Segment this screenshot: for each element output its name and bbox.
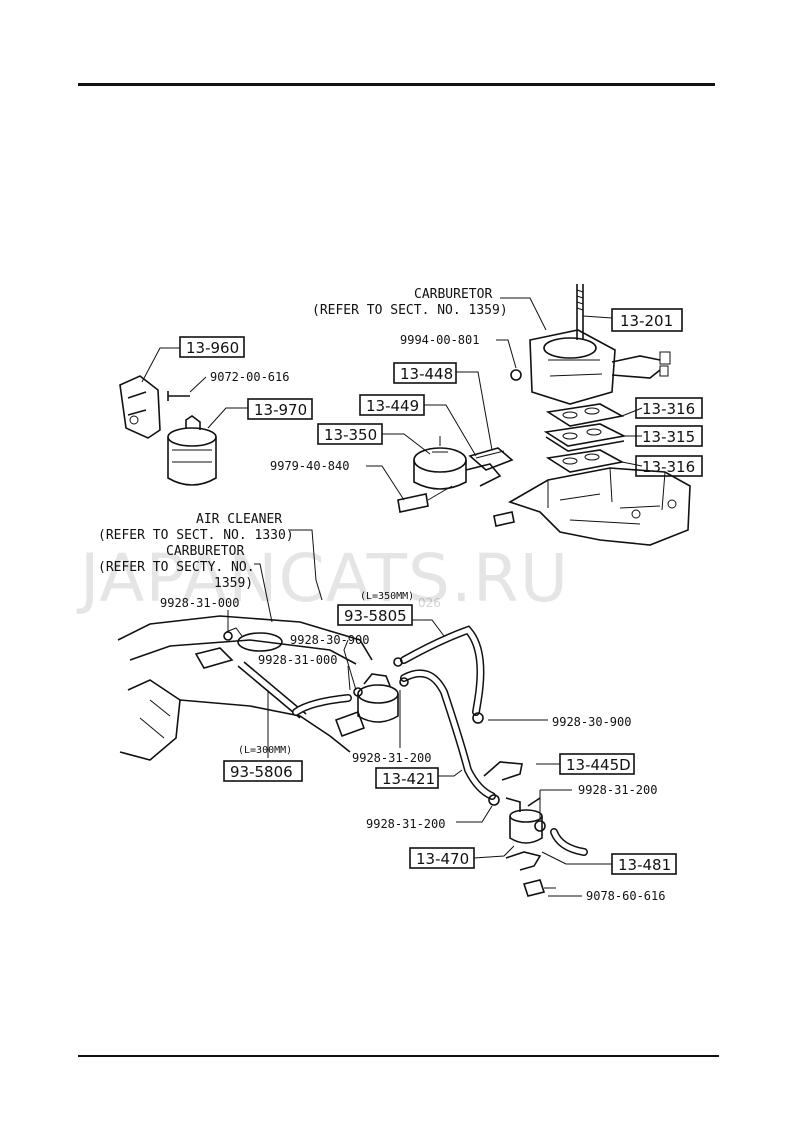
svg-text:13-448: 13-448 — [400, 365, 453, 383]
box-13-470: 13-470 — [409, 847, 475, 869]
part-number-9072-00-616: 9072-00-616 — [210, 370, 289, 384]
part-number-9928-31-200-b: 9928-31-200 — [578, 783, 657, 797]
leader-13-970 — [207, 407, 248, 429]
fuel-pump-lower-illustration — [334, 673, 399, 738]
carburetor-callout: CARBURETOR (REFER TO SECT. NO. 1359) — [312, 287, 508, 318]
air-cleaner-callout-ref: (REFER TO SECT. NO. 1330) — [98, 528, 294, 543]
insulator-gaskets-illustration — [543, 403, 643, 473]
canister-illustration — [167, 415, 217, 486]
box-13-315: 13-315 — [635, 425, 703, 447]
fuel-hose-93-5805 — [400, 625, 485, 716]
box-13-421: 13-421 — [375, 767, 439, 789]
air-cleaner-callout: AIR CLEANER (REFER TO SECT. NO. 1330) — [98, 512, 294, 543]
carburetor-callout-title: CARBURETOR — [414, 287, 492, 302]
leader-13-960 — [141, 347, 180, 383]
carburetor-callout-2-ref: (REFER TO SECTY. NO. — [98, 560, 255, 575]
box-13-970: 13-970 — [247, 398, 313, 420]
svg-text:13-350: 13-350 — [324, 426, 377, 444]
leader-9979-40-840 — [366, 465, 405, 501]
svg-text:13-970: 13-970 — [254, 401, 307, 419]
carburetor-stud-illustration — [576, 284, 613, 340]
box-93-5806: 93-5806 — [223, 760, 303, 782]
part-number-9928-30-900-b: 9928-30-900 — [552, 715, 631, 729]
leader-9072-00-616 — [189, 376, 207, 393]
carburetor-callout-2-ref-cont: 1359) — [214, 576, 253, 591]
part-number-9078-60-616: 9078-60-616 — [586, 889, 665, 903]
svg-text:13-316: 13-316 — [642, 458, 695, 476]
box-13-960: 13-960 — [179, 336, 245, 358]
box-13-445d: 13-445D — [559, 753, 635, 775]
lower-leaders — [227, 529, 612, 897]
leader-9994-00-801 — [496, 339, 517, 369]
box-13-201: 13-201 — [611, 308, 683, 332]
svg-text:13-960: 13-960 — [186, 339, 239, 357]
box-13-449: 13-449 — [359, 394, 425, 416]
svg-text:13-470: 13-470 — [416, 850, 469, 868]
part-number-9994-00-801: 9994-00-801 — [400, 333, 479, 347]
svg-text:13-315: 13-315 — [642, 428, 695, 446]
part-number-9928-30-900-a: 9928-30-900 — [290, 633, 369, 647]
leader-13-449 — [424, 404, 477, 457]
carburetor-callout-2-title: CARBURETOR — [166, 544, 244, 559]
leader-carburetor — [500, 297, 547, 331]
box-13-448: 13-448 — [393, 362, 457, 384]
svg-text:13-481: 13-481 — [618, 856, 671, 874]
intake-manifold-illustration — [493, 467, 691, 546]
fuel-filter-illustration — [505, 797, 543, 844]
top-rule — [78, 83, 715, 86]
watermark: JAPANCATS.RU — [80, 540, 570, 617]
length-350mm: (L=350MM) — [360, 591, 414, 602]
box-13-481: 13-481 — [611, 853, 677, 875]
svg-text:93-5806: 93-5806 — [230, 763, 293, 781]
part-number-9928-31-200-a: 9928-31-200 — [352, 751, 431, 765]
leader-13-448 — [456, 371, 493, 451]
part-number-9928-31-200-c: 9928-31-200 — [366, 817, 445, 831]
svg-text:13-445D: 13-445D — [566, 756, 631, 774]
engine-outline-illustration — [117, 615, 373, 761]
box-13-316-a: 13-316 — [635, 397, 703, 419]
fuel-hose-13-421 — [400, 669, 496, 800]
svg-text:93-5805: 93-5805 — [344, 607, 407, 625]
box-13-350: 13-350 — [317, 423, 383, 445]
bottom-rule — [78, 1055, 719, 1057]
canister-bracket-illustration — [119, 375, 190, 439]
part-number-9928-31-000-a: 9928-31-000 — [160, 596, 239, 610]
svg-text:13-201: 13-201 — [620, 312, 673, 330]
box-93-5805: 93-5805 — [337, 604, 413, 626]
box-13-316-b: 13-316 — [635, 455, 703, 477]
carburetor-illustration — [510, 329, 671, 405]
watermark-small: 026 — [418, 596, 441, 610]
svg-text:13-421: 13-421 — [382, 770, 435, 788]
carburetor-callout-ref: (REFER TO SECT. NO. 1359) — [312, 303, 508, 318]
svg-text:13-449: 13-449 — [366, 397, 419, 415]
part-number-9928-31-000-b: 9928-31-000 — [258, 653, 337, 667]
fuel-pump-upper-illustration — [397, 436, 514, 513]
filter-bracket-illustration — [483, 761, 556, 897]
part-number-9979-40-840: 9979-40-840 — [270, 459, 349, 473]
air-cleaner-callout-title: AIR CLEANER — [196, 512, 282, 527]
fuel-hose-93-5806 — [292, 694, 352, 716]
fuel-hose-outlet — [550, 828, 588, 856]
boxes: 13-960 13-970 13-448 13-449 13-350 13-20… — [179, 308, 703, 875]
length-300mm: (L=300MM) — [238, 745, 292, 756]
leader-13-350 — [382, 433, 431, 455]
carburetor-callout-2: CARBURETOR (REFER TO SECTY. NO. 1359) — [98, 544, 255, 591]
svg-text:13-316: 13-316 — [642, 400, 695, 418]
